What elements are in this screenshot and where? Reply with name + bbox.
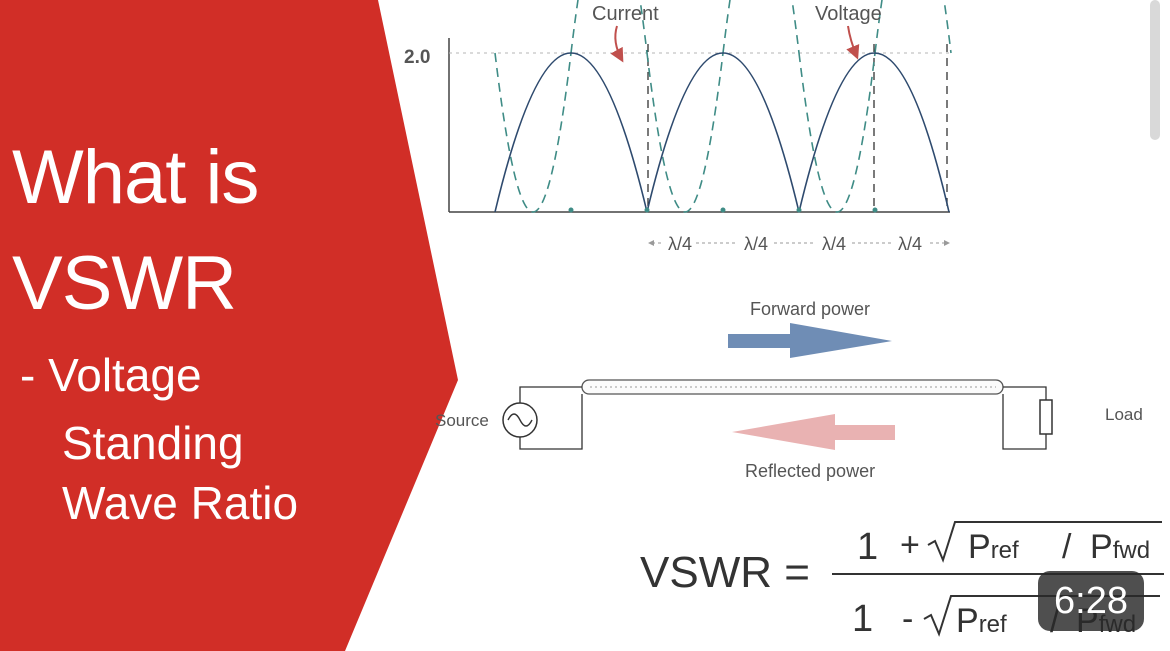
quarter-wave-scale: λ/4 λ/4 λ/4 λ/4 [648, 234, 950, 254]
source-circuit-wire [519, 386, 583, 450]
wave-nodes [568, 207, 878, 213]
p-fwd-symbol: P [1090, 528, 1113, 566]
transmission-line-circuit: Source Load [435, 379, 1143, 450]
numerator-p-fwd: Pfwd [1090, 528, 1150, 567]
voltage-node-lines [647, 44, 948, 212]
numerator-p-ref: Pref [968, 528, 1019, 567]
video-duration-badge: 6:28 [1038, 571, 1144, 631]
denominator-p-ref: Pref [956, 602, 1007, 641]
p-ref-symbol: P [968, 528, 991, 566]
reflected-power-label: Reflected power [745, 461, 875, 481]
quarter-wave-label-3: λ/4 [822, 234, 846, 254]
title-line-2: VSWR [12, 241, 237, 326]
title-line-1: What is [12, 135, 259, 220]
voltage-wave [494, 52, 950, 213]
formula-lhs: VSWR = [640, 548, 810, 597]
subtitle-line-2: Standing [62, 417, 244, 469]
load-label: Load [1105, 405, 1143, 424]
p-ref-symbol-den: P [956, 602, 979, 640]
p-ref-subscript-den: ref [978, 611, 1007, 638]
numerator-root-sign [927, 521, 1162, 563]
voltage-label: Voltage [815, 3, 882, 25]
quarter-wave-label-2: λ/4 [744, 234, 768, 254]
load-circuit-wire [1002, 386, 1047, 450]
quarter-wave-label-1: λ/4 [668, 234, 692, 254]
standing-wave-graph: 2.0 Current Voltage [404, 0, 952, 213]
current-wave [494, 0, 952, 213]
forward-power-arrow [728, 323, 892, 358]
subtitle-line-1: - Voltage [20, 349, 202, 401]
p-fwd-subscript: fwd [1112, 537, 1151, 564]
denominator-operator: - [902, 600, 914, 638]
denominator-root-sign [923, 595, 1160, 637]
quarter-wave-label-4: λ/4 [898, 234, 922, 254]
numerator-operator: + [900, 526, 920, 564]
red-chevron-shape [0, 0, 458, 651]
forward-power-label: Forward power [750, 299, 870, 319]
power-flow: Forward power Reflected power [728, 299, 895, 481]
numerator-slash: / [1062, 528, 1072, 566]
source-label: Source [435, 411, 489, 430]
p-ref-subscript: ref [990, 537, 1019, 564]
y-tick-label: 2.0 [404, 47, 430, 68]
load-resistor-symbol [1039, 399, 1053, 435]
denominator-one: 1 [852, 598, 874, 640]
subtitle-line-3: Wave Ratio [62, 477, 299, 529]
reflected-power-arrow [732, 414, 895, 450]
current-label: Current [592, 3, 659, 25]
current-marker-arrow [610, 25, 624, 63]
voltage-marker-arrow [846, 25, 860, 60]
scrollbar-thumb[interactable] [1150, 0, 1160, 140]
numerator-one: 1 [857, 526, 879, 568]
